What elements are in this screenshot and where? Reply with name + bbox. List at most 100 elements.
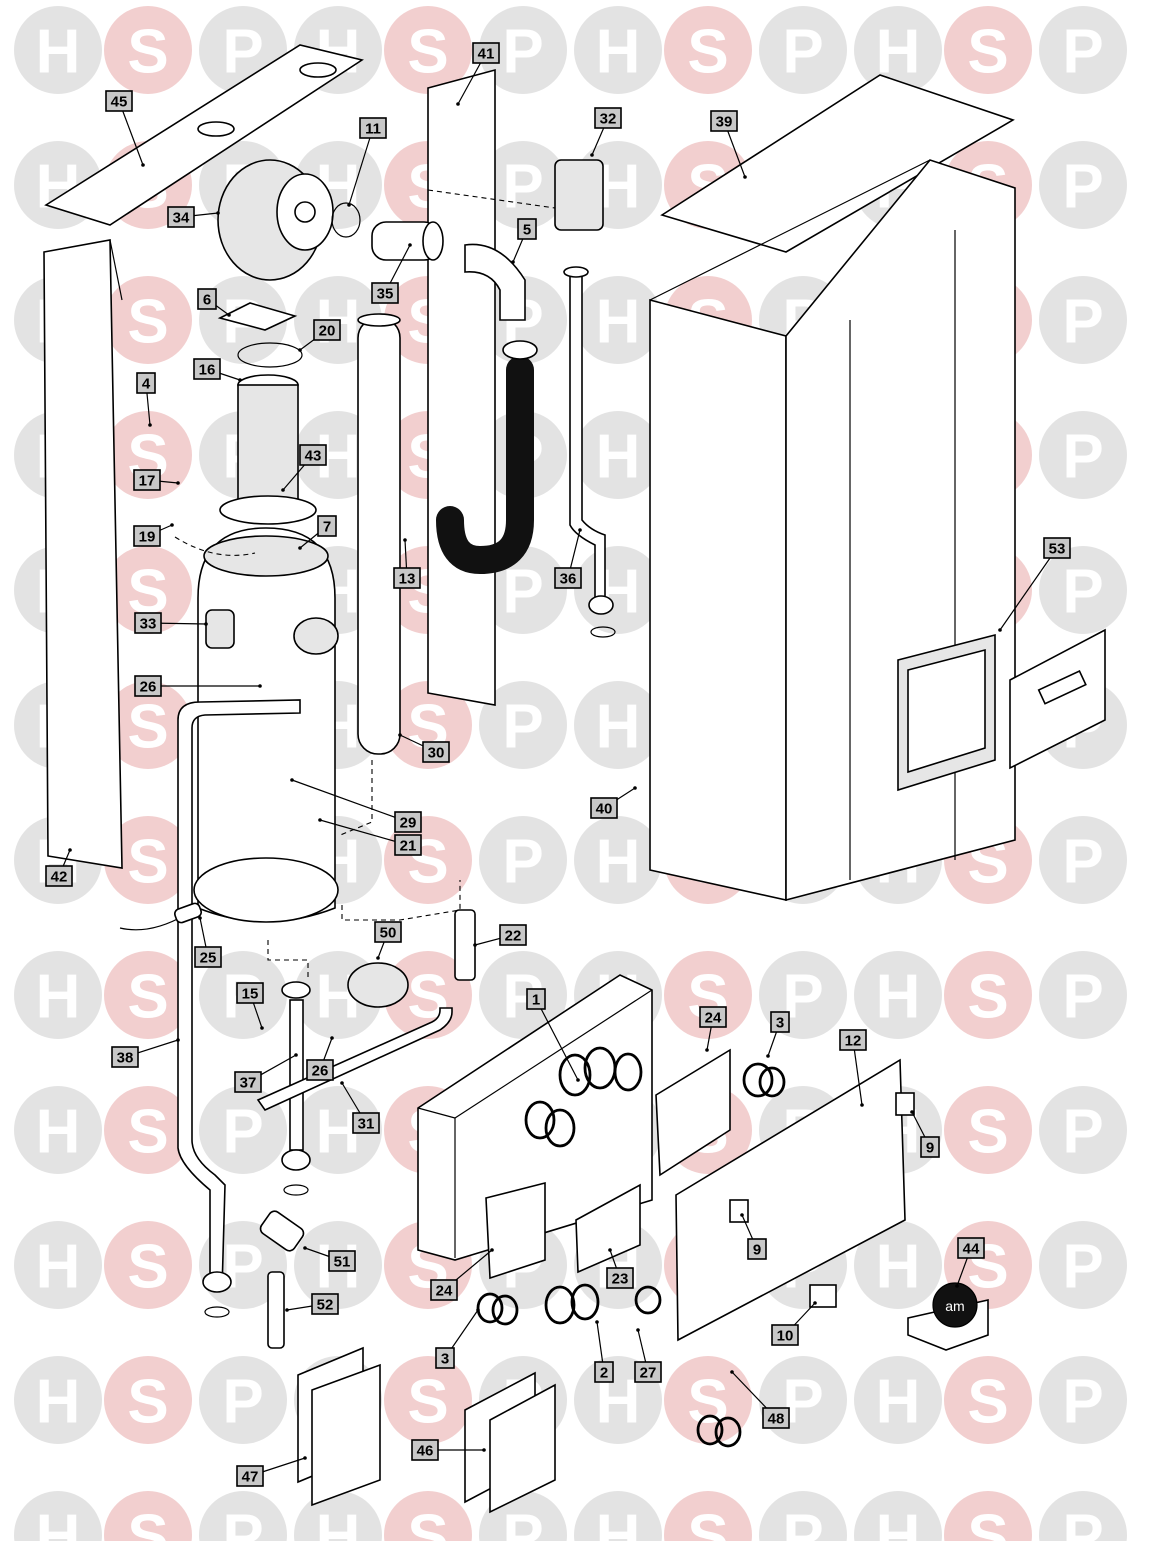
part-number-label: 2: [600, 1365, 608, 1382]
watermark-circle: [664, 1356, 752, 1444]
watermark-circle: [1039, 1491, 1127, 1541]
watermark-circle: [574, 276, 662, 364]
flue-tube: [357, 317, 401, 755]
part-number-label: 1: [532, 992, 540, 1009]
watermark-letter: P: [502, 153, 543, 222]
watermark-circle: [199, 1491, 287, 1541]
callout-anchor-dot: [303, 1246, 307, 1250]
part-number-box: [430, 1279, 458, 1301]
part-number-box: [957, 1237, 985, 1259]
callout-anchor-dot: [376, 956, 380, 960]
callout-anchor-dot: [216, 211, 220, 215]
switch-right: [895, 1092, 915, 1116]
callout-anchor-dot: [398, 733, 402, 737]
am-logo-text: am: [945, 1298, 964, 1314]
watermark-letter: H: [36, 963, 81, 1032]
callout-anchor-dot: [998, 628, 1002, 632]
callout-anchor-dot: [303, 1456, 307, 1460]
part-number-box: [710, 110, 738, 132]
watermark-letter: P: [1062, 288, 1103, 357]
watermark-letter: S: [687, 18, 728, 87]
part-number-box: [517, 218, 537, 240]
part-number-box: [472, 42, 500, 64]
part-number-label: 9: [753, 1242, 761, 1259]
watermark-circle: [854, 1491, 942, 1541]
watermark-circle: [14, 6, 102, 94]
watermark-letter: P: [782, 18, 823, 87]
part-number-label: 37: [240, 1075, 257, 1092]
door-cover: [1009, 628, 1106, 770]
callout-anchor-dot: [743, 175, 747, 179]
callout-anchor-dot: [578, 528, 582, 532]
part-number-box: [317, 515, 337, 537]
connector-pipe: [267, 1271, 285, 1349]
watermark-circle: [944, 1356, 1032, 1444]
callout-anchor-dot: [590, 153, 594, 157]
watermark-circle: [104, 681, 192, 769]
fuse-holder: [809, 1284, 837, 1308]
callout-anchor-dot: [258, 684, 262, 688]
part-number-box: [234, 1071, 262, 1093]
part-number-box: [411, 1439, 439, 1461]
part-number-box: [374, 921, 402, 943]
watermark-circle: [479, 6, 567, 94]
part-number-box: [393, 567, 421, 589]
part-number-label: 48: [768, 1411, 785, 1428]
control-box: [417, 974, 653, 1261]
watermark-circle: [944, 1086, 1032, 1174]
callout-anchor-dot: [290, 778, 294, 782]
part-number-label: 26: [312, 1063, 329, 1080]
callout-anchor-dot: [636, 1328, 640, 1332]
watermark-letter: H: [596, 693, 641, 762]
air-vent: [205, 609, 235, 649]
callout-anchor-dot: [281, 488, 285, 492]
part-number-label: 30: [428, 745, 445, 762]
part-number-box: [747, 1238, 767, 1260]
part-number-box: [762, 1407, 790, 1429]
part-number-box: [197, 288, 217, 310]
watermark-letter: P: [1062, 423, 1103, 492]
part-number-label: 17: [139, 473, 156, 490]
watermark-circle: [384, 1491, 472, 1541]
watermark-letter: S: [407, 18, 448, 87]
watermark-circle: [574, 681, 662, 769]
part-number-box: [526, 988, 546, 1010]
part-number-box: [313, 319, 341, 341]
callout-anchor-dot: [176, 481, 180, 485]
part-number-label: 6: [203, 292, 211, 309]
part-number-label: 45: [111, 94, 128, 111]
am-logo: [932, 1282, 978, 1328]
watermark-circle: [14, 1221, 102, 1309]
callout-anchor-dot: [490, 1248, 494, 1252]
part-number-box: [167, 206, 195, 228]
watermark-letter: H: [876, 18, 921, 87]
callout-leader-line: [291, 779, 409, 823]
watermark-circle: [104, 411, 192, 499]
watermark-circle: [944, 951, 1032, 1039]
part-number-label: 32: [600, 111, 617, 128]
part-number-label: 41: [478, 46, 495, 63]
callout-anchor-dot: [456, 102, 460, 106]
watermark-letter: P: [1062, 828, 1103, 897]
part-number-box: [634, 1361, 662, 1383]
watermark-circle: [1039, 141, 1127, 229]
top-cover: [660, 74, 1015, 253]
watermark-circle: [574, 6, 662, 94]
watermark-circle: [104, 1221, 192, 1309]
part-number-box: [435, 1347, 455, 1369]
watermark-letter: S: [127, 828, 168, 897]
callout-anchor-dot: [141, 163, 145, 167]
callout-anchor-dot: [330, 1036, 334, 1040]
watermark-letter: H: [36, 1368, 81, 1437]
part-number-box: [328, 1250, 356, 1272]
watermark-letter: P: [1062, 1098, 1103, 1167]
part-number-box: [133, 469, 161, 491]
watermark-circle: [664, 1491, 752, 1541]
watermark-circle: [854, 1356, 942, 1444]
callout-anchor-dot: [482, 1448, 486, 1452]
part-number-label: 27: [640, 1365, 657, 1382]
watermark-letter: H: [876, 1233, 921, 1302]
watermark-letter: H: [36, 1233, 81, 1302]
part-number-label: 10: [777, 1328, 794, 1345]
